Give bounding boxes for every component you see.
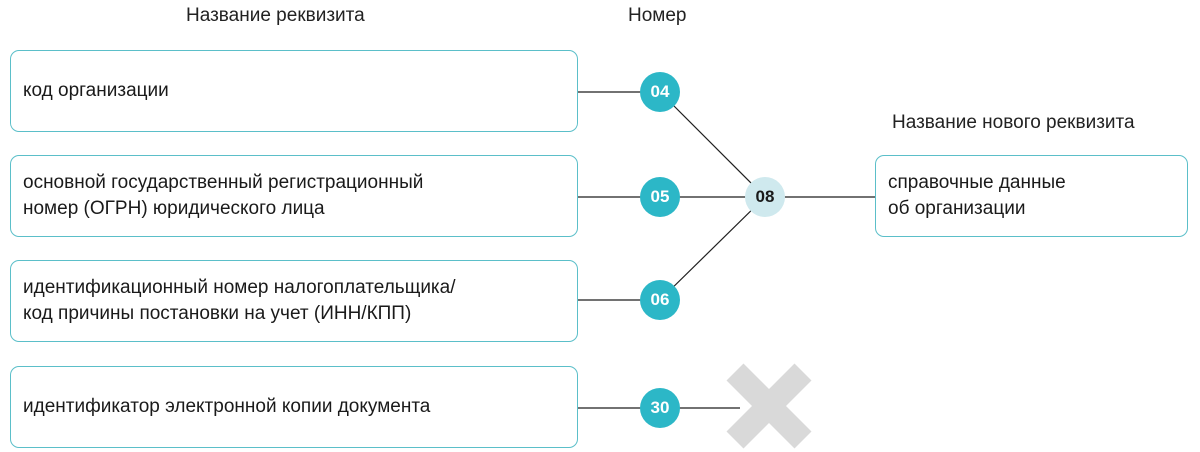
requisite-label: код организации xyxy=(23,80,169,102)
number-badge-06: 06 xyxy=(640,280,680,320)
header-requisite-name: Название реквизита xyxy=(186,5,365,26)
hub-badge-08: 08 xyxy=(745,177,785,217)
header-number: Номер xyxy=(628,5,687,26)
requisite-label: идентификатор электронной копии документ… xyxy=(23,396,431,418)
requisite-label: основной государственный регистрационный xyxy=(23,172,424,194)
header-new-requisite-name: Название нового реквизита xyxy=(892,112,1135,133)
requisite-box-1: код организации xyxy=(10,50,578,132)
requisite-label: код причины постановки на учет (ИНН/КПП) xyxy=(23,303,412,324)
requisite-box-2: основной государственный регистрационный… xyxy=(10,155,578,237)
new-requisite-label: об организации xyxy=(888,198,1026,219)
connector-04-to-hub xyxy=(659,91,766,198)
requisite-box-3: идентификационный номер налогоплательщик… xyxy=(10,260,578,342)
number-badge-05: 05 xyxy=(640,177,680,217)
number-badge-04: 04 xyxy=(640,72,680,112)
number-badge-30: 30 xyxy=(640,388,680,428)
requisite-label: номер (ОГРН) юридического лица xyxy=(23,198,325,219)
cross-icon xyxy=(726,363,812,449)
new-requisite-label: справочные данные xyxy=(888,172,1066,194)
connector-06-to-hub xyxy=(659,196,766,301)
requisite-box-4: идентификатор электронной копии документ… xyxy=(10,366,578,448)
requisite-label: идентификационный номер налогоплательщик… xyxy=(23,277,456,299)
new-requisite-box: справочные данные об организации xyxy=(875,155,1188,237)
